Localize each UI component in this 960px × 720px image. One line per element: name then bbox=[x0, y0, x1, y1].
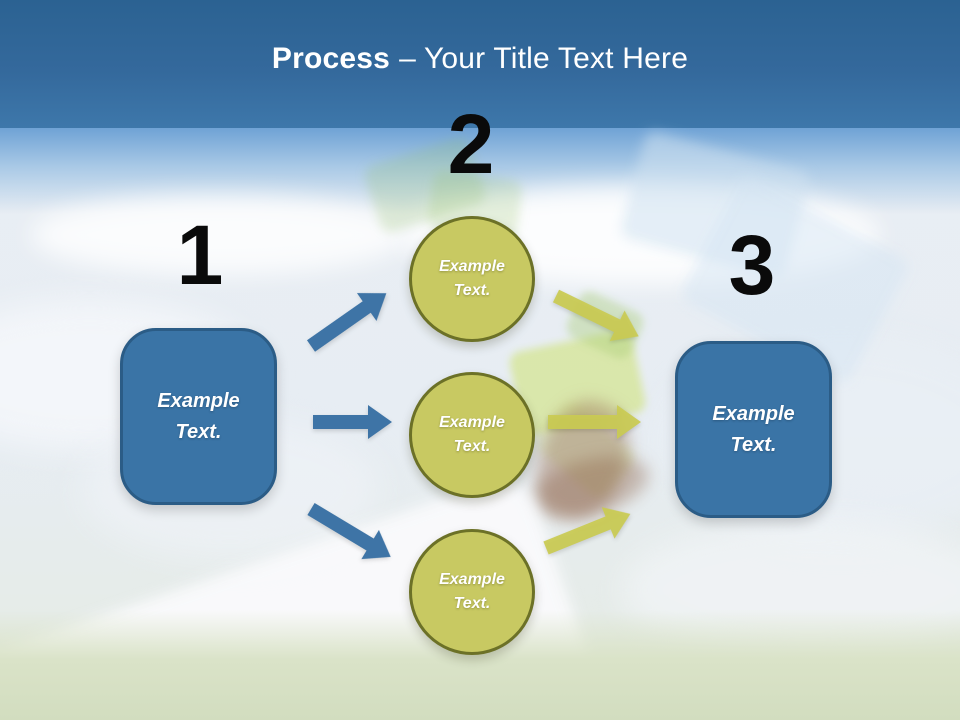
arrow-shape bbox=[306, 293, 387, 352]
header-sky-band bbox=[0, 0, 960, 130]
step-number-3: 3 bbox=[728, 218, 776, 312]
step-number-1: 1 bbox=[176, 208, 224, 302]
page-title: Process– Your Title Text Here bbox=[272, 42, 688, 76]
arrow-shape bbox=[543, 507, 631, 555]
title-emphasis: Process bbox=[271, 42, 391, 75]
step2-circle-1-label: Example Text. bbox=[439, 258, 505, 299]
arrow-shape bbox=[313, 405, 392, 439]
step1-box: Example Text. bbox=[120, 328, 277, 505]
arrow-yellow-middle bbox=[548, 405, 641, 439]
step-number-2: 2 bbox=[447, 97, 495, 191]
step2-circle-2-label: Example Text. bbox=[439, 414, 505, 455]
cloud bbox=[30, 195, 410, 275]
step2-circle-3: Example Text. bbox=[409, 529, 535, 655]
arrow-shape bbox=[307, 502, 391, 560]
step2-circle-1: Example Text. bbox=[409, 216, 535, 342]
step3-box: Example Text. bbox=[675, 341, 832, 518]
step2-circle-3-label: Example Text. bbox=[439, 571, 505, 612]
arrow-shape bbox=[552, 289, 639, 342]
arrow-shape bbox=[548, 405, 641, 439]
title-bar: Process– Your Title Text Here bbox=[0, 0, 960, 118]
arrow-blue-middle bbox=[313, 405, 392, 439]
arrow-blue-up bbox=[306, 293, 387, 352]
step2-circle-2: Example Text. bbox=[409, 372, 535, 498]
title-rest: – Your Title Text Here bbox=[399, 42, 689, 75]
arrow-yellow-down bbox=[552, 289, 639, 342]
arrow-yellow-up bbox=[543, 507, 631, 555]
arrow-blue-down bbox=[307, 502, 391, 560]
step3-box-label: Example Text. bbox=[712, 402, 795, 456]
step1-box-label: Example Text. bbox=[157, 389, 240, 443]
